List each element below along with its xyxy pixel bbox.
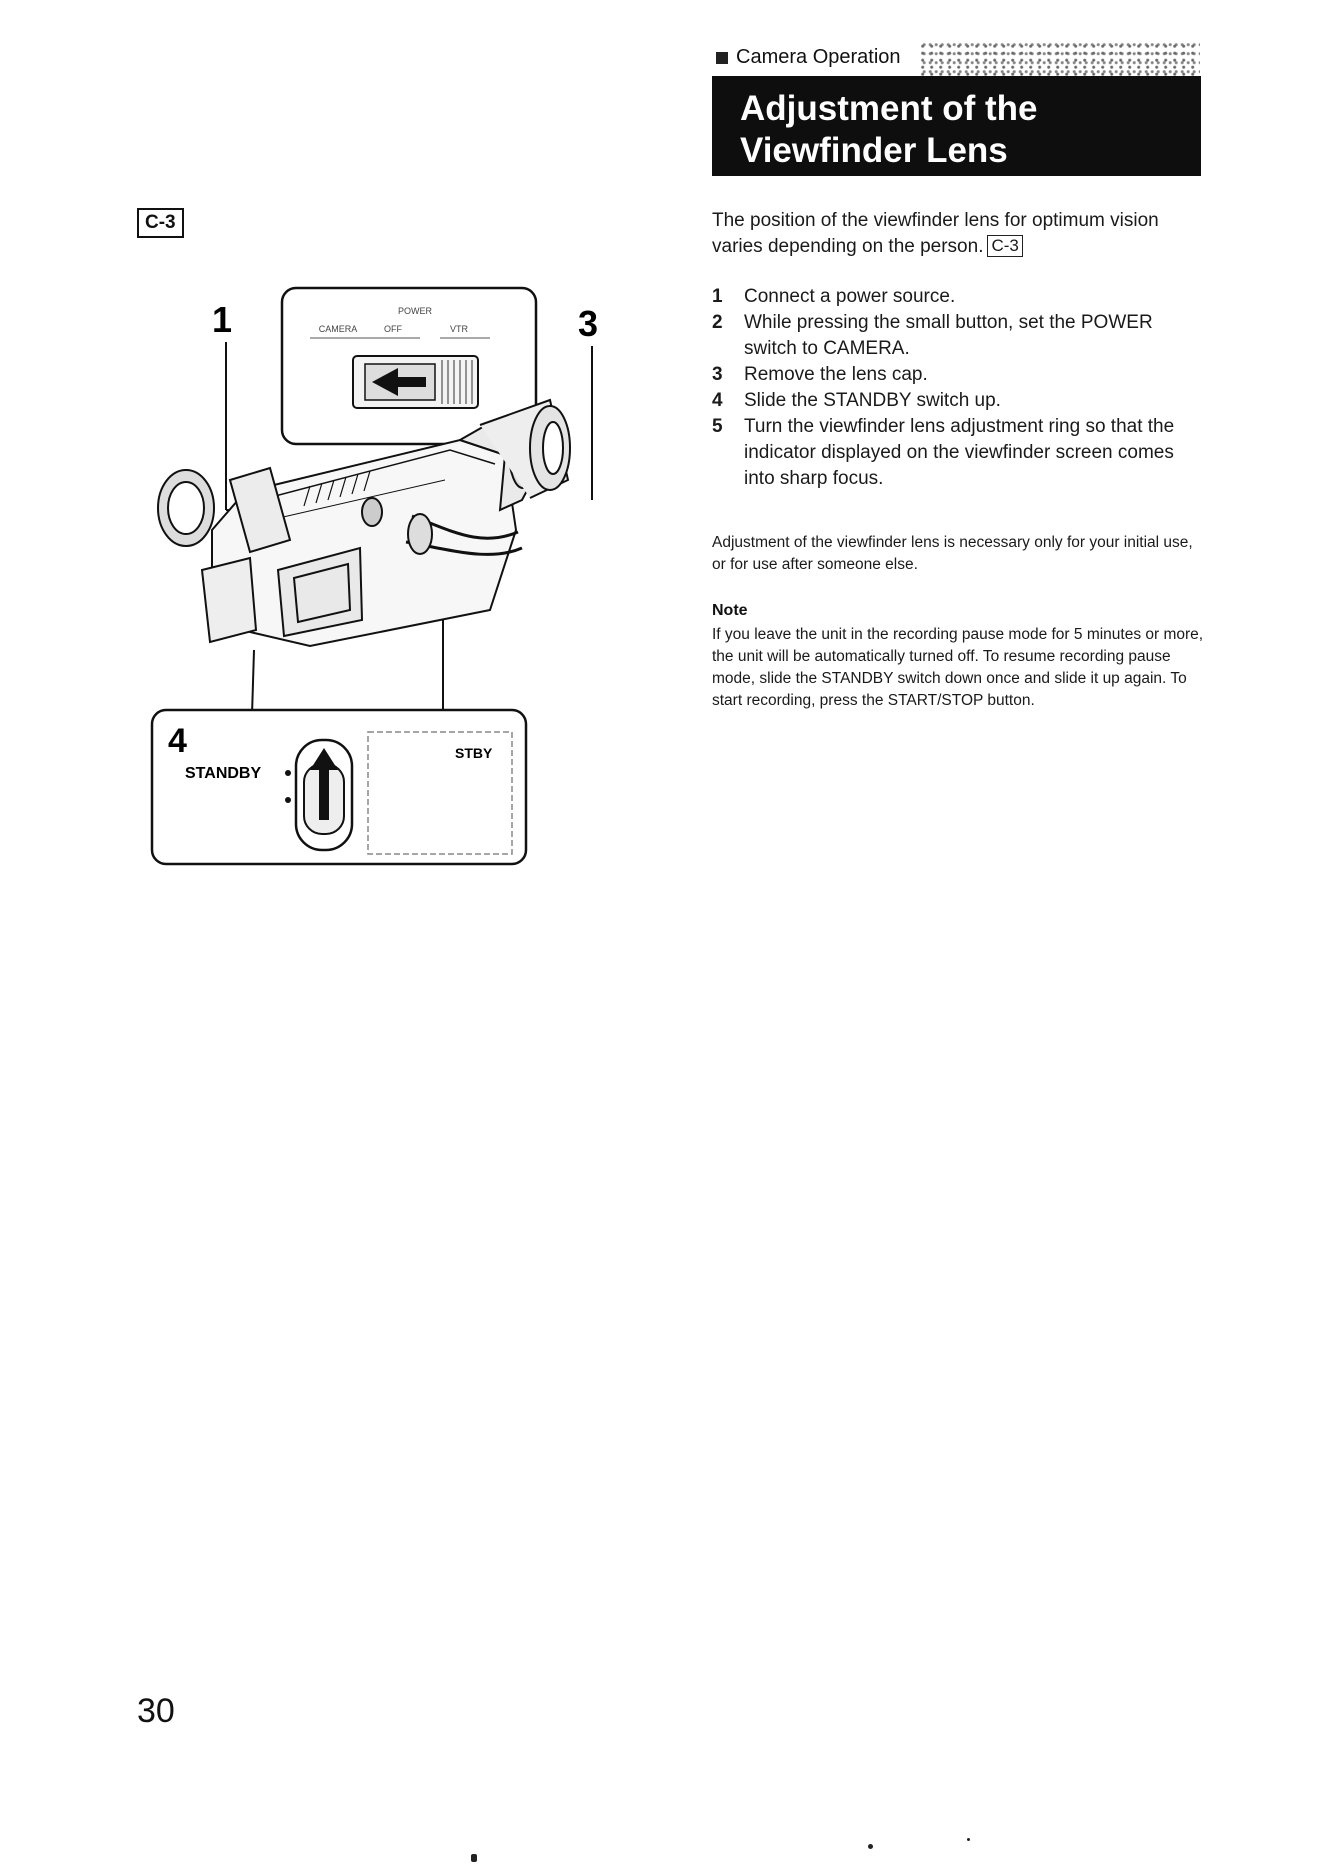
callout-4: 4 (168, 722, 187, 760)
scan-speck (471, 1854, 477, 1862)
step-text: Remove the lens cap. (744, 364, 928, 385)
section-bullet-icon (716, 52, 728, 64)
figure-ref-label: C-3 (137, 208, 184, 238)
intro-text: The position of the viewfinder lens for … (712, 210, 1159, 257)
scan-speck (868, 1844, 873, 1849)
step-item: 1 Connect a power source. (712, 284, 1204, 310)
camcorder-illustration: 1 2 3 5 POWER CAMERA OFF VTR (150, 286, 598, 866)
step-item: 2 While pressing the small button, set th… (712, 310, 1204, 362)
step-item: 3 Remove the lens cap. (712, 362, 1204, 388)
header-texture (920, 42, 1200, 78)
power-pos-camera: CAMERA (319, 324, 358, 334)
power-switch-title: POWER (398, 306, 433, 316)
scan-speck (967, 1838, 970, 1841)
standby-up-arrow-icon (310, 748, 338, 770)
camcorder-body (157, 398, 571, 648)
callout-3: 3 (578, 303, 598, 344)
note-heading: Note (712, 602, 748, 619)
section-label-text: Camera Operation (736, 46, 901, 68)
page-number: 30 (137, 1692, 175, 1730)
note-body: If you leave the unit in the recording p… (712, 626, 1204, 709)
step-number: 5 (712, 416, 723, 437)
power-pos-vtr: VTR (450, 324, 469, 334)
intro-figure-ref: C-3 (987, 235, 1023, 257)
steps-list: 1 Connect a power source. 2 While pressing… (712, 284, 1204, 492)
step-text: Slide the STANDBY switch up. (744, 390, 1001, 411)
intro-paragraph: The position of the viewfinder lens for … (712, 208, 1202, 260)
step-text: Connect a power source. (744, 286, 956, 307)
step-text: While pressing the small button, set the… (744, 312, 1153, 359)
step-text: Turn the viewfinder lens adjustment ring… (744, 416, 1175, 489)
section-label: Camera Operation (712, 46, 909, 69)
stby-indicator: STBY (455, 745, 493, 761)
step-number: 1 (712, 286, 723, 307)
power-pos-off: OFF (384, 324, 402, 334)
page-title: Adjustment of the Viewfinder Lens (740, 89, 1038, 170)
step-number: 2 (712, 312, 723, 333)
step-item: 5 Turn the viewfinder lens adjustment rin… (712, 414, 1204, 492)
step-item: 4 Slide the STANDBY switch up. (712, 388, 1204, 414)
title-bar (712, 76, 1201, 176)
standby-label: STANDBY (185, 765, 261, 782)
adjustment-note: Adjustment of the viewfinder lens is nec… (712, 534, 1193, 573)
callout-1: 1 (212, 299, 232, 340)
step-number: 4 (712, 390, 723, 411)
step-number: 3 (712, 364, 723, 385)
